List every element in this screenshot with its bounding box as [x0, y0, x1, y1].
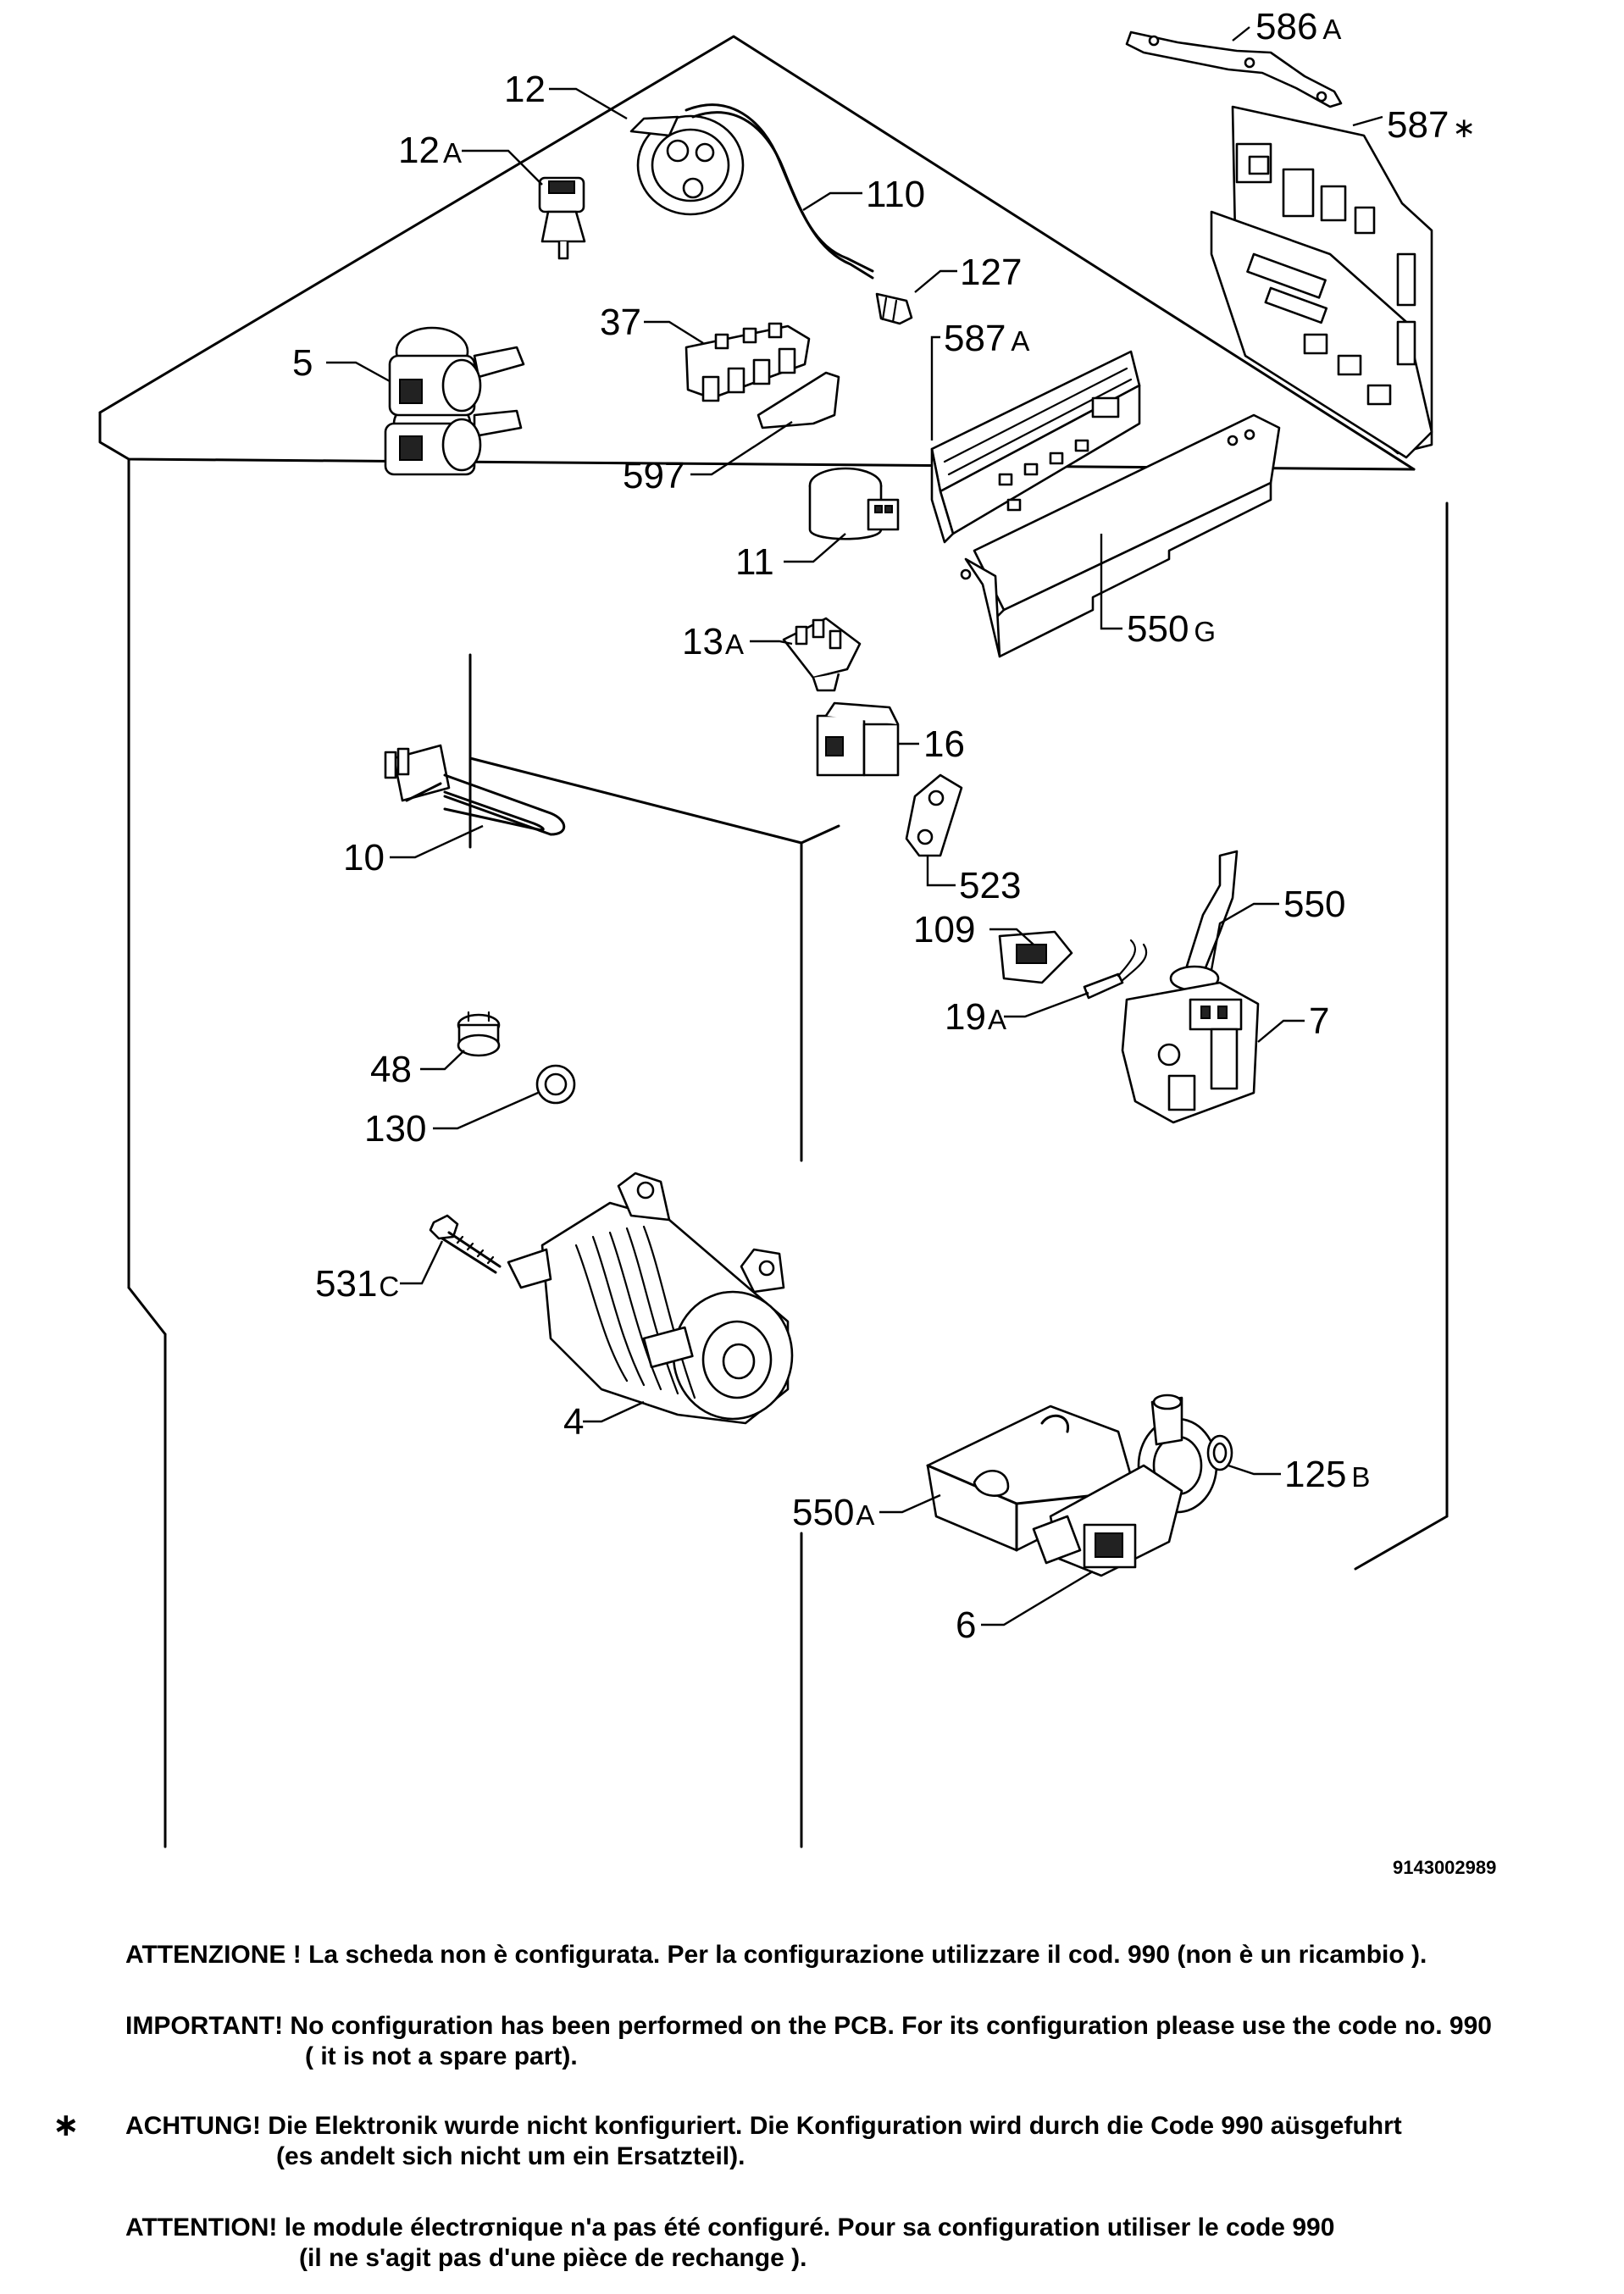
- callout-531c: 531C: [315, 1263, 399, 1305]
- part-587a-control-board: [930, 350, 1141, 544]
- callout-5: 5: [292, 342, 313, 384]
- part-13a-connector: [782, 617, 862, 692]
- notice-german: ACHTUNG! Die Elektronik wurde nicht konf…: [125, 2111, 1402, 2172]
- part-37-terminal-block: [685, 322, 811, 402]
- callout-127: 127: [960, 252, 1022, 293]
- cabinet-outline: [98, 35, 1449, 1848]
- part-586a-bracket: [1125, 30, 1343, 108]
- callout-4: 4: [563, 1401, 584, 1443]
- part-16-switch: [816, 701, 900, 777]
- notice-french-line2: (il ne s'agit pas d'une pièce de rechang…: [299, 2244, 807, 2272]
- part-109-cover: [998, 930, 1073, 984]
- callout-6: 6: [956, 1604, 976, 1646]
- part-4-motor: [507, 1172, 794, 1425]
- part-127-sensor: [875, 292, 913, 325]
- callout-16: 16: [923, 723, 965, 765]
- part-11-capacitor: [808, 467, 900, 540]
- notice-french-line1: ATTENTION! le module électrσnique n'a pa…: [125, 2214, 1335, 2241]
- part-5-solenoid-valve: [384, 326, 525, 476]
- part-6-drain-pump: [1032, 1394, 1233, 1577]
- callout-12: 12: [504, 69, 546, 110]
- asterisk-mark: ∗: [53, 2106, 80, 2143]
- callout-11: 11: [735, 541, 774, 583]
- notice-english-line2: ( it is not a spare part).: [305, 2042, 578, 2070]
- leader-lines: [326, 26, 1383, 1626]
- callout-109: 109: [913, 909, 975, 950]
- notice-italian-line1: ATTENZIONE ! La scheda non è configurata…: [125, 1941, 1427, 1969]
- callout-10: 10: [343, 837, 385, 878]
- notice-english-line1: IMPORTANT! No configuration has been per…: [125, 2012, 1492, 2040]
- notice-german-line1: ACHTUNG! Die Elektronik wurde nicht konf…: [125, 2112, 1402, 2140]
- part-10-heater: [384, 744, 566, 836]
- part-130-grommet: [535, 1064, 576, 1105]
- part-531c-bolt: [429, 1214, 502, 1274]
- part-597-clip: [757, 371, 840, 429]
- part-12-pressure-switch: [629, 103, 874, 280]
- part-48-thermostat: [457, 1011, 501, 1057]
- part-523-plate: [905, 773, 963, 857]
- callout-48: 48: [370, 1049, 412, 1090]
- part-12a-sensor: [538, 176, 586, 260]
- callout-587-star: 587∗: [1387, 104, 1476, 146]
- part-550-lever: [1169, 850, 1239, 992]
- callout-7: 7: [1309, 1000, 1329, 1042]
- callout-523: 523: [959, 865, 1021, 906]
- callout-550a: 550A: [792, 1492, 874, 1533]
- callout-19a: 19A: [945, 996, 1006, 1038]
- part-587-pcb-module: [1210, 105, 1433, 459]
- callout-110: 110: [866, 174, 925, 215]
- callout-550: 550: [1283, 884, 1345, 925]
- callout-37: 37: [600, 302, 641, 343]
- part-19a-thermistor: [1083, 939, 1148, 1000]
- notice-english: IMPORTANT! No configuration has been per…: [125, 2011, 1492, 2072]
- part-550g-housing: [960, 413, 1281, 658]
- part-7-door-lock: [1121, 981, 1260, 1124]
- notice-german-line2: (es andelt sich nicht um ein Ersatzteil)…: [276, 2142, 745, 2170]
- callout-597: 597: [623, 455, 685, 496]
- notice-french: ATTENTION! le module électrσnique n'a pa…: [125, 2213, 1334, 2274]
- callout-130: 130: [364, 1108, 426, 1150]
- callout-13a: 13A: [682, 621, 744, 662]
- drawing-number: 9143002989: [1393, 1857, 1497, 1878]
- notice-italian: ATTENZIONE ! La scheda non è configurata…: [125, 1940, 1427, 1970]
